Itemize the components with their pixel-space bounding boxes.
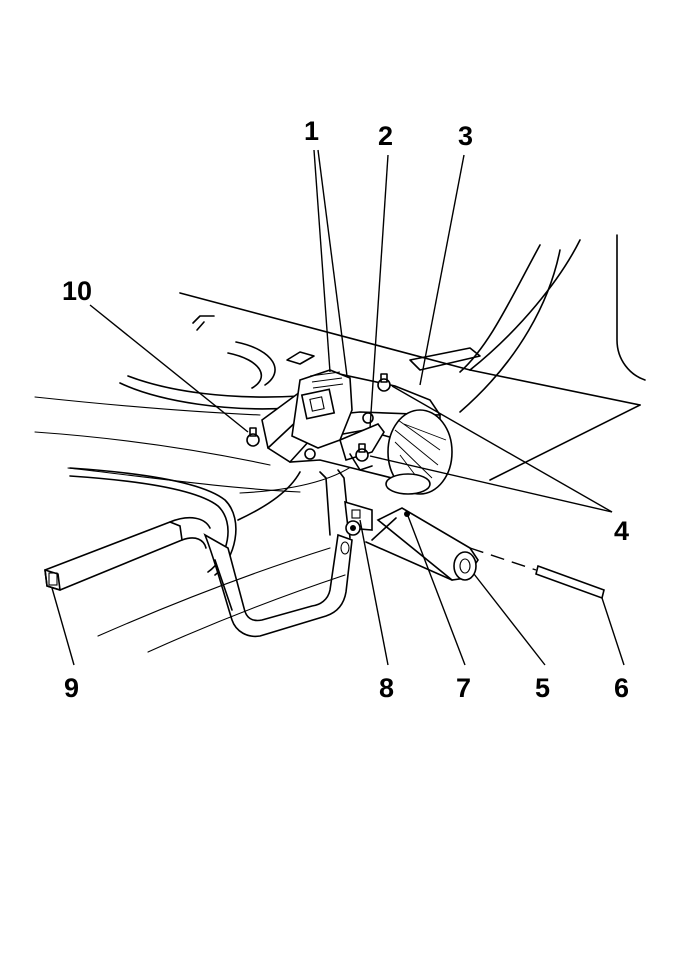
callout-9: 9 bbox=[64, 673, 79, 703]
callout-labels: 1 2 3 10 4 9 8 7 5 6 bbox=[62, 116, 629, 703]
parking-brake-pedal-arm bbox=[97, 469, 353, 653]
callout-6: 6 bbox=[614, 673, 629, 703]
callout-4: 4 bbox=[614, 516, 629, 546]
callout-7: 7 bbox=[456, 673, 471, 703]
support-tube bbox=[44, 516, 211, 591]
callout-2: 2 bbox=[378, 121, 393, 151]
rod-part bbox=[469, 547, 605, 600]
callout-5: 5 bbox=[535, 673, 550, 703]
actuator-cylinder bbox=[365, 507, 479, 581]
leader-lines bbox=[51, 149, 625, 666]
callout-1: 1 bbox=[304, 116, 319, 146]
callout-10: 10 bbox=[62, 276, 92, 306]
pedal-mounting-bracket bbox=[246, 369, 453, 495]
pivot-bolt bbox=[340, 500, 373, 555]
callout-3: 3 bbox=[458, 121, 473, 151]
callout-8: 8 bbox=[379, 673, 394, 703]
